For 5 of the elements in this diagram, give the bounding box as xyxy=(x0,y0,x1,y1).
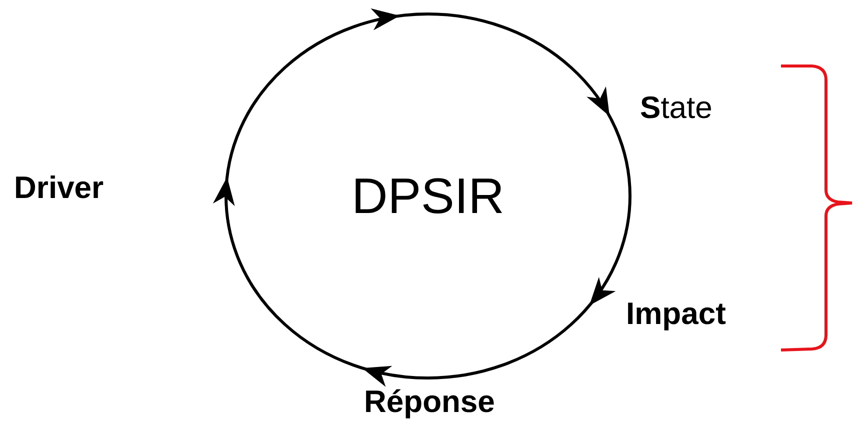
stage-label: State xyxy=(640,92,712,123)
stage-label: Réponse xyxy=(364,386,495,417)
stage-label: Driver xyxy=(14,172,104,203)
center-label: DPSIR xyxy=(352,171,504,221)
stage-label: Impact xyxy=(626,298,726,329)
